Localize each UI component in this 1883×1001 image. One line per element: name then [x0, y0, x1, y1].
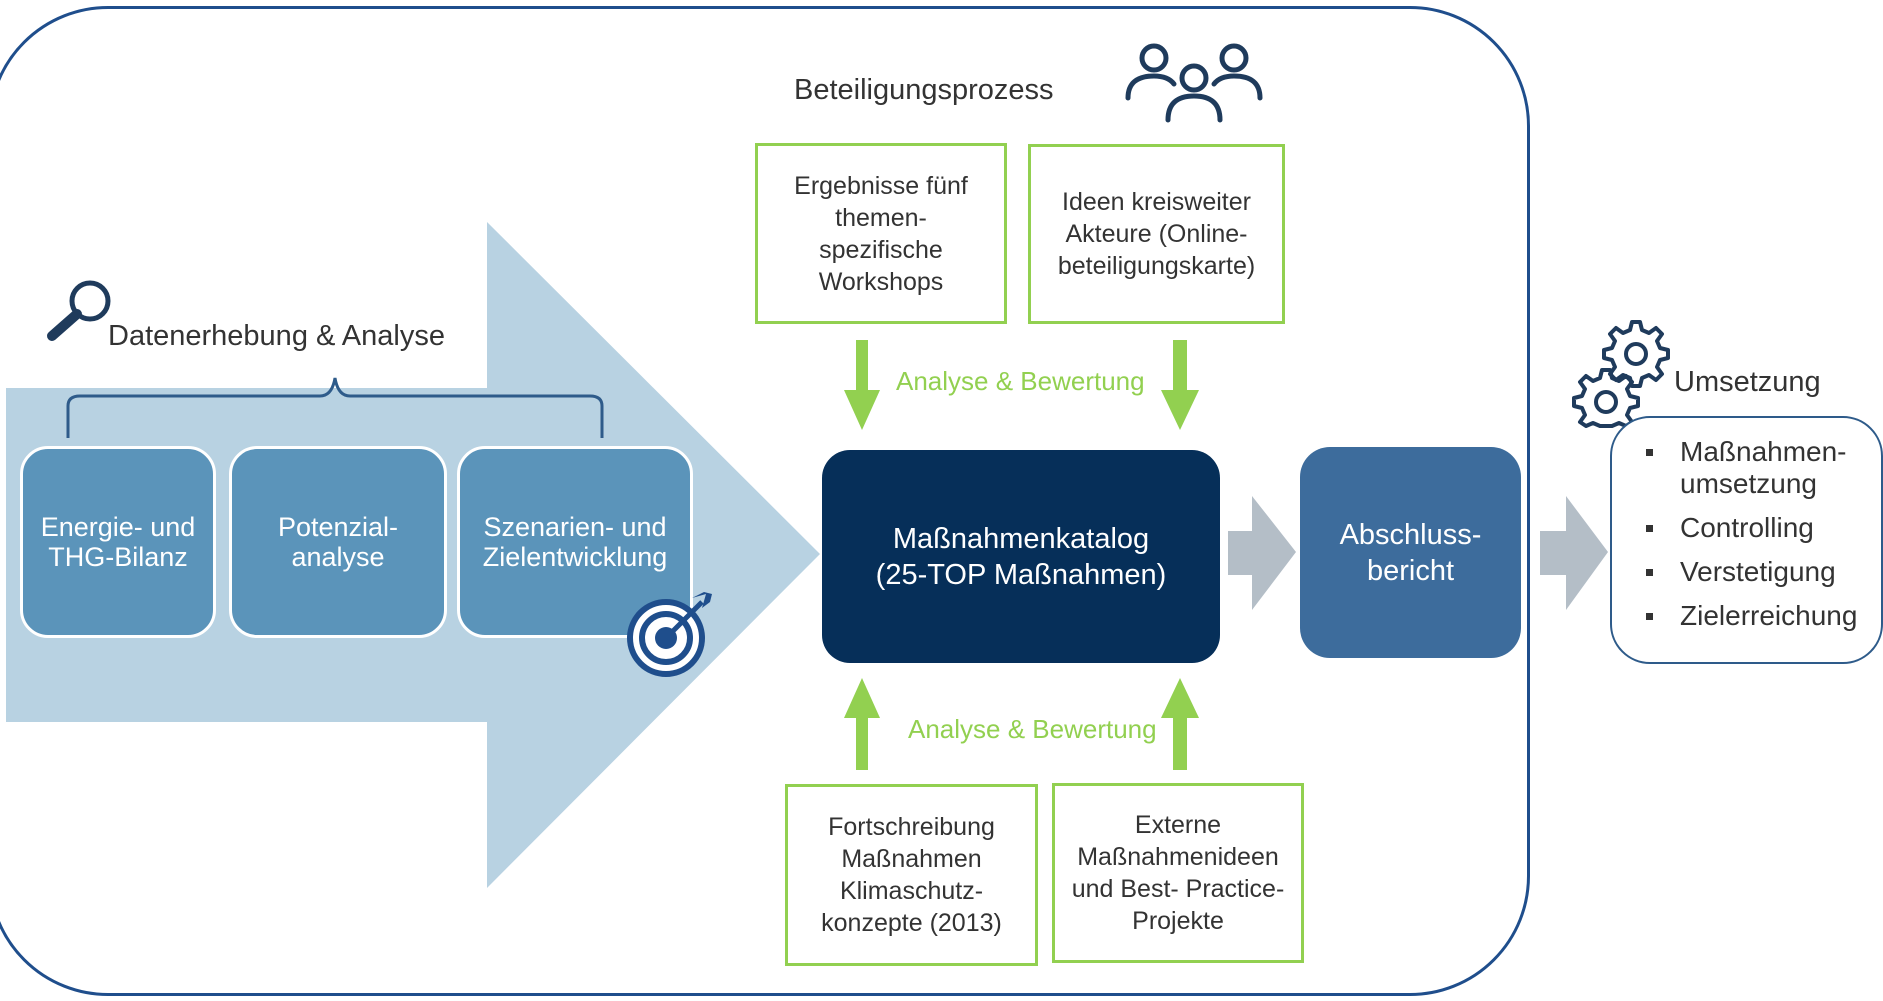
- input-best-practice-label: Externe Maßnahmenideen und Best- Practic…: [1071, 811, 1285, 935]
- analysis-title: Datenerhebung & Analyse: [108, 320, 445, 352]
- step-potential-analysis-label: Potenzial- analyse: [277, 512, 399, 572]
- report-line2: bericht: [1366, 554, 1455, 587]
- list-item: Maßnahmen- umsetzung: [1646, 436, 1880, 500]
- input-online-map: Ideen kreisweiter Akteure (Online- betei…: [1028, 144, 1285, 324]
- list-item: Zielerreichung: [1646, 600, 1881, 632]
- implementation-list: Maßnahmen- umsetzung Controlling Verstet…: [1646, 436, 1881, 632]
- analysis-bracket: [66, 377, 604, 438]
- step-energy-balance: Energie- und THG-Bilanz: [20, 446, 216, 638]
- magnifier-icon: [47, 280, 111, 341]
- list-item: Controlling: [1646, 512, 1881, 544]
- arrow-up-left: [844, 678, 880, 770]
- measures-catalog: Maßnahmenkatalog (25-TOP Maßnahmen): [822, 450, 1220, 663]
- input-best-practice: Externe Maßnahmenideen und Best- Practic…: [1052, 783, 1304, 963]
- input-online-map-label: Ideen kreisweiter Akteure (Online- betei…: [1057, 188, 1256, 280]
- arrow-down-left: [844, 340, 880, 430]
- people-icon: [1125, 43, 1263, 123]
- report-line1: Abschluss-: [1339, 518, 1482, 551]
- arrow-report-to-implementation: [1540, 496, 1608, 610]
- final-report: Abschluss- bericht: [1300, 447, 1521, 658]
- step-scenarios-label: Szenarien- und Zielentwicklung: [482, 512, 668, 572]
- implementation-title: Umsetzung: [1674, 366, 1821, 398]
- catalog-subtitle: (25-TOP Maßnahmen): [875, 558, 1167, 591]
- top-evaluation-label: Analyse & Bewertung: [896, 366, 1145, 396]
- target-icon: [627, 592, 712, 677]
- catalog-title: Maßnahmenkatalog: [892, 522, 1150, 555]
- step-energy-balance-label: Energie- und THG-Bilanz: [40, 512, 196, 572]
- gears-icon: [1572, 320, 1670, 428]
- process-frame: [0, 6, 1530, 996]
- bottom-evaluation-label: Analyse & Bewertung: [908, 714, 1157, 744]
- list-item: Verstetigung: [1646, 556, 1881, 588]
- arrow-down-right: [1161, 340, 1199, 430]
- step-potential-analysis: Potenzial- analyse: [229, 446, 447, 638]
- arrow-up-right: [1161, 678, 1199, 770]
- participation-title: Beteiligungsprozess: [794, 74, 1054, 106]
- input-workshops: Ergebnisse fünf themen- spezifische Work…: [755, 143, 1007, 324]
- input-climate-concepts-label: Fortschreibung Maßnahmen Klimaschutz- ko…: [821, 813, 1002, 937]
- input-climate-concepts: Fortschreibung Maßnahmen Klimaschutz- ko…: [785, 784, 1038, 966]
- arrow-catalog-to-report: [1228, 496, 1296, 610]
- implementation-box: Maßnahmen- umsetzung Controlling Verstet…: [1610, 416, 1883, 664]
- input-workshops-label: Ergebnisse fünf themen- spezifische Work…: [794, 171, 968, 296]
